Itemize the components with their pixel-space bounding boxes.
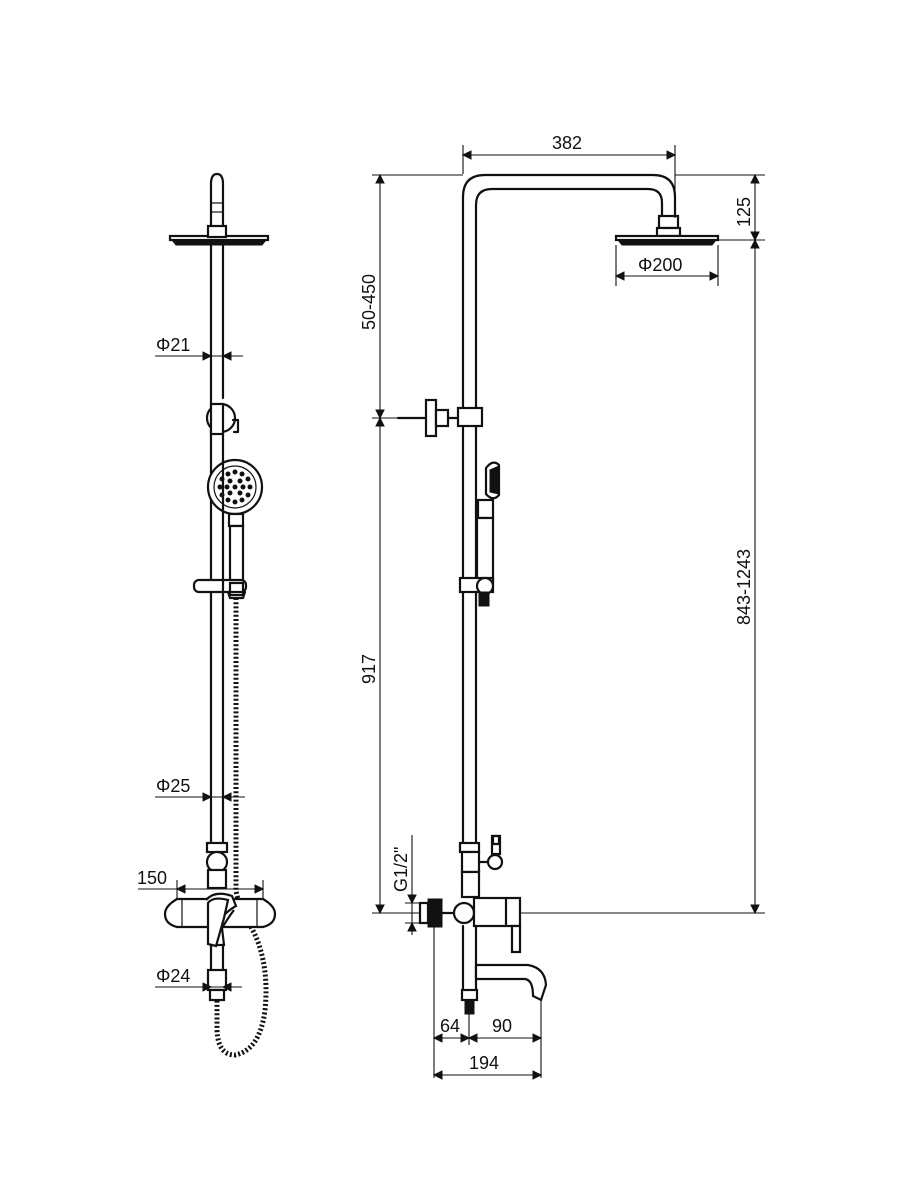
dim-upper-adjust-range: 50-450 [359, 173, 463, 420]
side-view: 382 125 Φ200 50-450 [359, 133, 765, 1080]
dim-shower-head-diameter: Φ200 [614, 245, 720, 286]
dim-overhead-arm-reach: 382 [461, 133, 677, 218]
front-shower-head [168, 224, 270, 246]
side-slider-holder [458, 576, 495, 607]
label-bracket-height: 917 [359, 654, 379, 684]
label-pipe-upper-diameter: Φ21 [156, 335, 190, 355]
side-diverter [458, 834, 504, 899]
front-pipe-top-cap [209, 172, 225, 228]
side-hand-shower [475, 461, 501, 582]
label-inlet-thread: G1/2" [391, 847, 411, 892]
dim-head-drop: 125 [675, 173, 765, 242]
side-wall-bracket [396, 398, 484, 438]
label-overhead-arm-reach: 382 [552, 133, 582, 153]
dim-pipe-lower-diameter: Φ25 [155, 776, 245, 802]
dim-pipe-upper-diameter: Φ21 [155, 335, 243, 361]
front-diverter [205, 841, 229, 890]
dim-total-height-range: 843-1243 [520, 238, 765, 915]
label-total-depth: 194 [469, 1053, 499, 1073]
dim-inlet-spacing: 150 [137, 868, 265, 898]
side-mixer [418, 896, 522, 954]
dim-total-depth: 194 [432, 1053, 543, 1080]
label-head-drop: 125 [734, 197, 754, 227]
label-total-height-range: 843-1243 [734, 549, 754, 625]
side-pipe-outer [461, 173, 677, 847]
label-wall-to-pipe: 64 [440, 1016, 460, 1036]
label-pipe-to-spout: 90 [492, 1016, 512, 1036]
front-mixer [163, 892, 277, 948]
side-spout [460, 924, 548, 1015]
dim-bracket-height: 917 [359, 416, 420, 915]
side-shower-head [614, 234, 720, 246]
dim-depth-parts: 64 90 [432, 927, 543, 1078]
dim-spout-pipe-diameter: Φ24 [155, 966, 242, 992]
front-spout-pipe [206, 943, 228, 1002]
label-pipe-lower-diameter: Φ25 [156, 776, 190, 796]
label-inlet-spacing: 150 [137, 868, 167, 888]
front-wall-bracket [205, 402, 240, 436]
label-spout-pipe-diameter: Φ24 [156, 966, 190, 986]
front-slider-holder [192, 578, 248, 600]
front-view: Φ21 Φ25 150 Φ24 [137, 172, 277, 1058]
front-hand-shower [206, 458, 264, 585]
label-upper-adjust-range: 50-450 [359, 274, 379, 330]
dim-inlet-thread: G1/2" [391, 835, 428, 935]
label-shower-head-diameter: Φ200 [638, 255, 682, 275]
side-pipe-inner [474, 187, 664, 847]
